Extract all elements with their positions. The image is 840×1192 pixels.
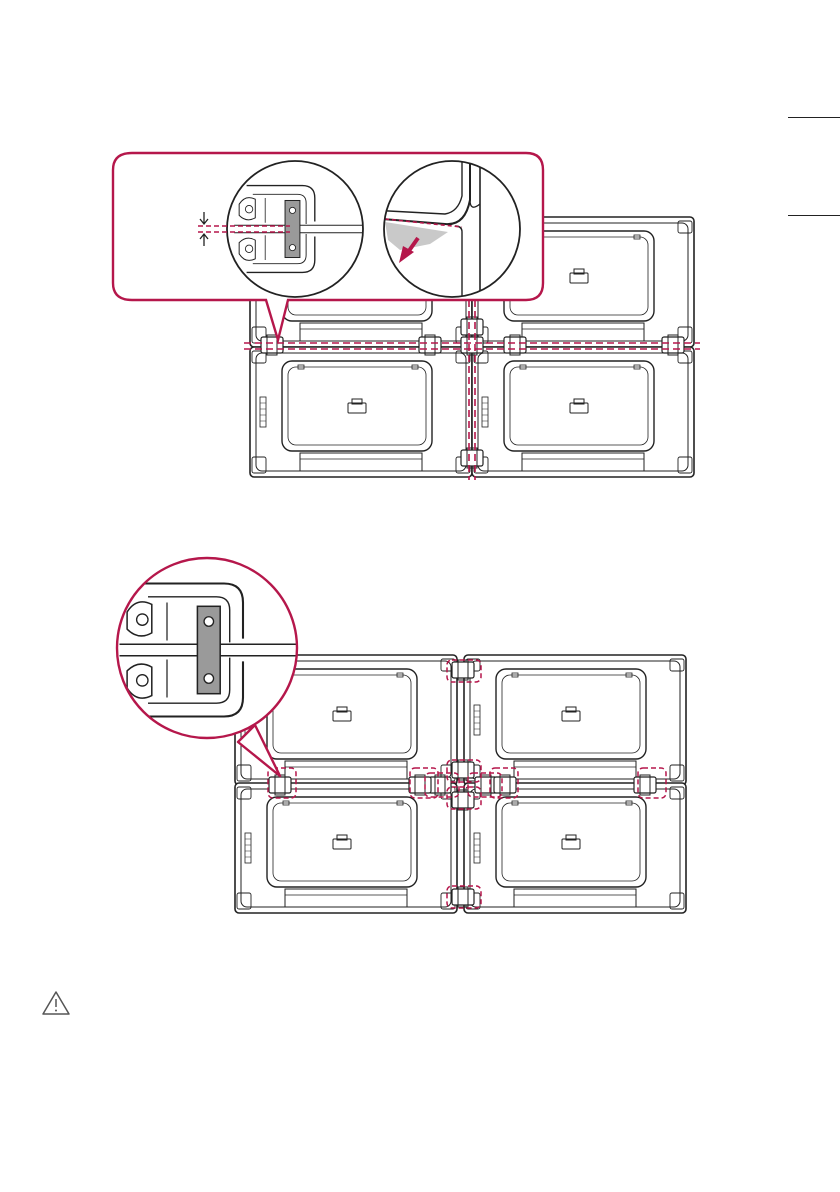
warning-triangle-icon	[43, 992, 69, 1014]
bottom-video-wall	[235, 655, 686, 913]
